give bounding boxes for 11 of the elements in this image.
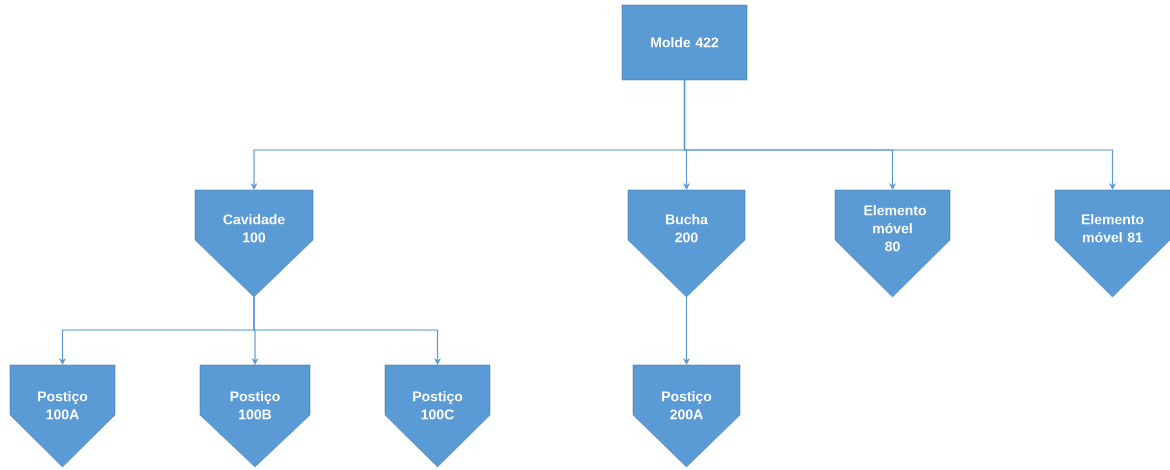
chevron-box: Postiço 200A — [632, 364, 741, 468]
chevron-box: Postiço 100B — [199, 364, 311, 468]
arrow — [253, 296, 442, 365]
process-box: Molde 422 — [621, 4, 748, 81]
chevron-box: Postiço 100C — [384, 364, 491, 468]
chevron-box: Elemento móvel 80 — [834, 189, 951, 298]
arrow — [683, 79, 1117, 190]
chevron-box: Postiço 100A — [9, 364, 116, 468]
chevron-box: Elemento móvel 81 — [1054, 189, 1170, 298]
chevron-box: Bucha 200 — [627, 189, 746, 298]
chevron-box: Cavidade 100 — [194, 189, 314, 298]
